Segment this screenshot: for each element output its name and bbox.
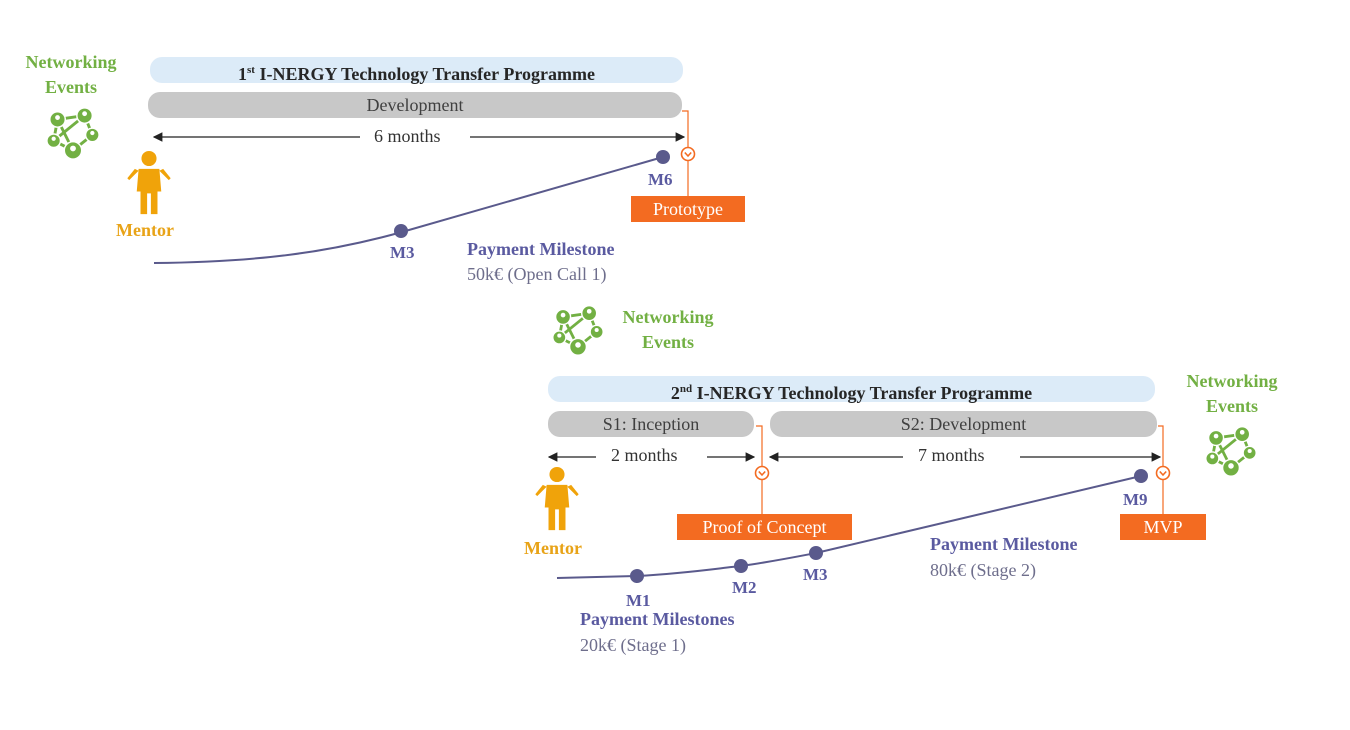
p2-check-icon-2	[1155, 465, 1171, 481]
p2-milestone-m9: M9	[1123, 490, 1148, 509]
p2-check-icon-1	[754, 465, 770, 481]
p1-network-icon	[45, 106, 101, 161]
p1-payment-title: Payment Milestone	[467, 239, 615, 259]
p1-dot-m6	[656, 150, 670, 164]
p2-milestone-m2: M2	[732, 578, 757, 597]
p2-mentor-label: Mentor	[524, 538, 582, 558]
p2-duration1-label: 2 months	[603, 445, 686, 466]
p2-payment2-amount: 80k€ (Stage 2)	[930, 560, 1036, 580]
p1-milestone-m3: M3	[390, 243, 415, 262]
p2-payment1-amount: 20k€ (Stage 1)	[580, 635, 686, 655]
p2-stage2-bar: S2: Development	[770, 411, 1157, 437]
p2-dot-m9	[1134, 469, 1148, 483]
p2-network-icon-mid	[551, 304, 605, 357]
p1-mentor-icon	[127, 150, 171, 215]
p2-networking-label-mid: Networking Events	[622, 307, 714, 352]
p1-connector	[682, 110, 689, 196]
p2-milestone-m1: M1	[626, 591, 651, 610]
p1-duration-label: 6 months	[366, 126, 449, 147]
p2-milestone-m3: M3	[803, 565, 828, 584]
p2-networking-label-right: Networking Events	[1186, 371, 1278, 416]
p1-title-bar: 1st I-NERGY Technology Transfer Programm…	[150, 57, 683, 84]
p2-payment1-title: Payment Milestones	[580, 609, 735, 629]
p1-deliverable-box: Prototype	[631, 196, 745, 222]
p2-network-icon-right	[1204, 425, 1258, 478]
p1-phase-bar: Development	[148, 92, 682, 118]
p2-duration2-label: 7 months	[910, 445, 993, 466]
p2-stage1-bar: S1: Inception	[548, 411, 754, 437]
p1-payment-amount: 50k€ (Open Call 1)	[467, 264, 607, 284]
p2-mentor-icon	[535, 466, 579, 531]
p2-dot-m2	[734, 559, 748, 573]
p1-mentor-label: Mentor	[116, 220, 174, 240]
p1-milestone-m6: M6	[648, 170, 673, 189]
p1-progress-curve	[153, 156, 664, 264]
p1-check-icon	[680, 146, 696, 162]
p2-connector-2	[1158, 425, 1164, 514]
p2-dot-m1	[630, 569, 644, 583]
p2-dot-m3	[809, 546, 823, 560]
p1-networking-label: Networking Events	[25, 52, 117, 97]
p2-deliverable-box-1: Proof of Concept	[677, 514, 852, 540]
p2-title-bar: 2nd I-NERGY Technology Transfer Programm…	[548, 376, 1155, 403]
p2-payment2-title: Payment Milestone	[930, 534, 1078, 554]
p2-connector-1	[756, 425, 763, 514]
p2-deliverable-box-2: MVP	[1120, 514, 1206, 540]
p1-dot-m3	[394, 224, 408, 238]
